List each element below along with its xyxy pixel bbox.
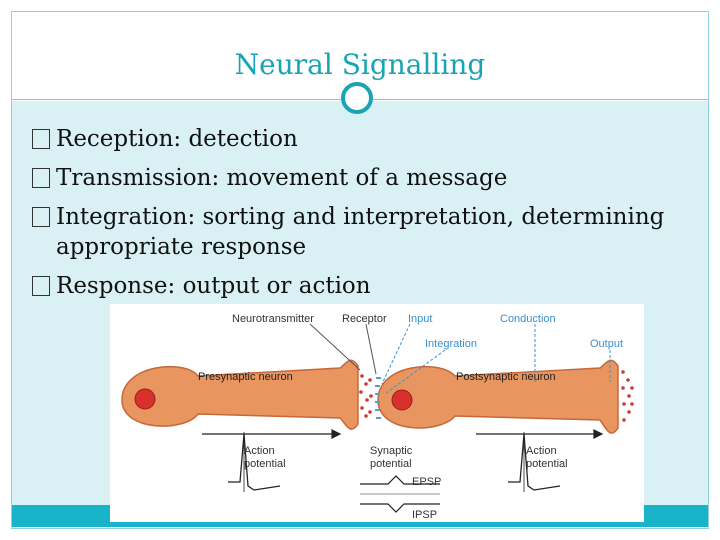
label-synaptic-b: potential [370,458,412,470]
pointer-lines [309,323,611,395]
bullet-text: Response: output or action [56,273,371,299]
circle-ornament-icon [341,82,373,114]
synaptic-potential-traces [360,475,440,513]
label-ipsp: IPSP [412,509,437,521]
neurotransmitter-dots [359,370,634,422]
direction-arrows [202,429,604,439]
label-input: Input [408,313,432,325]
label-neurotransmitter: Neurotransmitter [232,313,314,325]
bullet-text: Integration: sorting and interpretation,… [56,204,665,260]
bullet-box-icon [32,129,50,149]
bullet-box-icon [32,207,50,227]
label-action-potential-1a: Action [244,445,275,457]
bullet-item: Reception: detection [32,124,692,154]
label-output: Output [590,338,623,350]
label-epsp: EPSP [412,476,441,488]
label-synaptic-a: Synaptic [370,445,413,457]
label-action-potential-1b: potential [244,458,286,470]
bullet-item: Transmission: movement of a message [32,163,692,193]
bullet-box-icon [32,168,50,188]
bullet-text: Transmission: movement of a message [56,165,508,191]
receptor-marks [375,377,381,419]
bullet-box-icon [32,276,50,296]
presynaptic-neuron [121,359,359,430]
bullet-item: Response: output or action [32,271,692,301]
presynaptic-nucleus [134,388,156,410]
action-potential-trace-1 [228,432,281,492]
label-action-potential-2b: potential [526,458,568,470]
action-potential-trace-2 [508,432,561,492]
postsynaptic-nucleus [391,389,413,411]
label-receptor: Receptor [342,313,387,325]
label-action-potential-2a: Action [526,445,557,457]
postsynaptic-neuron [377,359,619,434]
label-conduction: Conduction [500,313,556,325]
bullet-list: Reception: detection Transmission: movem… [32,124,692,310]
neuron-diagram-svg: Neurotransmitter Receptor Input Conducti… [121,313,634,521]
bullet-item: Integration: sorting and interpretation,… [32,202,692,262]
label-presynaptic: Presynaptic neuron [198,371,293,383]
slide-title: Neural Signalling [234,48,486,81]
bullet-text: Reception: detection [56,126,298,152]
neuron-diagram: Neurotransmitter Receptor Input Conducti… [110,304,644,522]
label-integration: Integration [425,338,477,350]
label-postsynaptic: Postsynaptic neuron [456,371,556,383]
